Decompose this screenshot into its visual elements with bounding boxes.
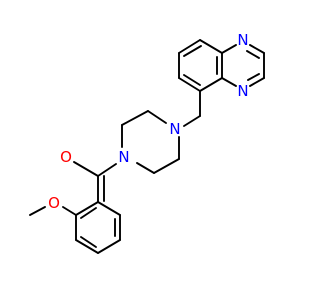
atom-label-n-piperazine-bottom: N (118, 148, 129, 166)
atom-label-o-carbonyl: O (60, 148, 72, 166)
atom-label-n-quinoxaline-top: N (237, 31, 248, 49)
molecule-structure: N N N N O O (29, 31, 265, 254)
molecule-canvas: N N N N O O (29, 31, 265, 254)
methoxy-group (29, 206, 77, 216)
quinoxaline-benzo-ring (178, 39, 223, 92)
atom-label-n-piperazine-top: N (169, 120, 180, 138)
piperazine-ring (121, 110, 180, 174)
quinoxaline-pyrazine-ring (221, 44, 265, 87)
atom-label-o-methoxy: O (48, 194, 60, 212)
methylene-linker (183, 90, 201, 127)
methoxyphenyl-ring (75, 201, 121, 254)
atom-label-n-quinoxaline-bottom: N (237, 82, 248, 100)
amide-carbonyl (73, 161, 117, 203)
